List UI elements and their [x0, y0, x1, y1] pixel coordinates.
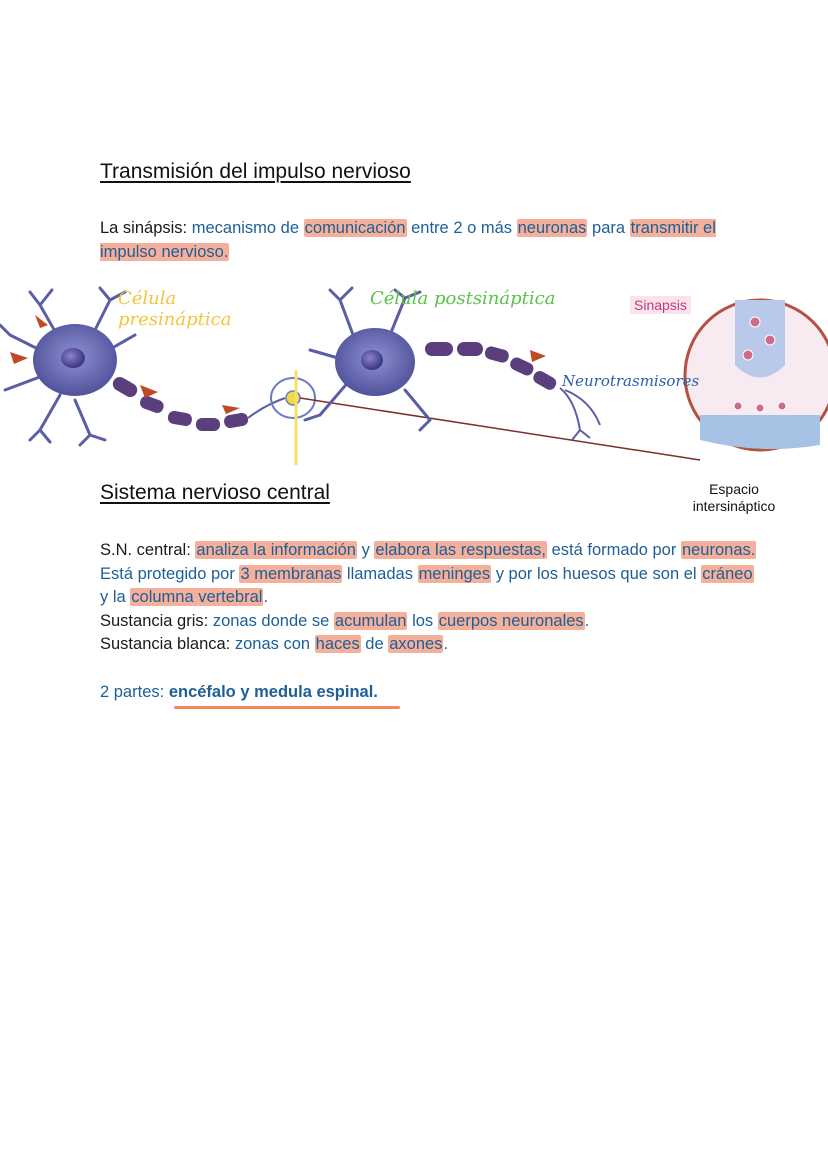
section-title-transmision: Transmisión del impulso nervioso [100, 160, 411, 183]
neuron-illustration [0, 286, 828, 465]
label-sustancia-blanca: Sustancia blanca: [100, 635, 231, 653]
label-sustancia-gris: Sustancia gris: [100, 611, 209, 630]
text: de [365, 635, 384, 653]
text: está formado por [551, 541, 677, 559]
synapse-figure: Célula presináptica Célula postsináptica… [0, 280, 828, 515]
label-partes: 2 partes: [100, 683, 165, 701]
zoom-line [299, 397, 701, 461]
label-sinapsis: Sinapsis [630, 296, 691, 314]
highlight: comunicación [303, 219, 407, 237]
presynaptic-dendrites [0, 286, 137, 447]
highlight: haces [314, 635, 361, 653]
highlight: neuronas [516, 219, 588, 237]
highlight: cuerpos neuronales [437, 611, 585, 630]
snc-partes: 2 partes: encéfalo y medula espinal. [100, 681, 760, 705]
highlight: columna vertebral [130, 588, 264, 606]
highlight: axones [388, 635, 444, 653]
label-neurotransmitters: Neurotrasmisores [562, 372, 700, 390]
section-title-snc: Sistema nervioso central [100, 481, 330, 504]
text: entre 2 o más [411, 219, 513, 237]
highlight: cráneo [701, 564, 754, 583]
highlight: acumulan [333, 611, 408, 630]
postsynaptic-nucleus [361, 350, 383, 370]
label-espacio-intersinaptico: Espacio intersináptico [680, 481, 788, 515]
presynaptic-axon [112, 377, 249, 431]
highlight: neuronas. [680, 541, 757, 559]
text: . [584, 611, 590, 630]
text: y por los huesos que son el [495, 564, 697, 583]
text: y la [100, 588, 126, 606]
text: para [592, 219, 626, 237]
highlight: elabora las respuestas, [374, 541, 548, 559]
text: llamadas [346, 564, 413, 583]
vesicles [733, 316, 787, 413]
highlight: 3 membranas [239, 564, 343, 583]
synapse-junction [270, 377, 316, 419]
text: zonas con [234, 635, 311, 653]
postsynaptic-membrane [700, 415, 820, 449]
presynaptic-terminal [735, 300, 785, 378]
text: los [412, 611, 434, 630]
label: S.N. central: [100, 541, 191, 559]
presynaptic-nucleus [61, 348, 85, 368]
partes-underline [174, 706, 400, 709]
highlight: meninges [417, 564, 492, 583]
postsynaptic-axon [425, 342, 557, 390]
partes-value: encéfalo y medula espinal. [168, 683, 378, 701]
axon-terminals [559, 387, 601, 441]
text: Está protegido por [100, 564, 235, 583]
sinapsis-definition: La sinápsis: mecanismo de comunicación e… [100, 217, 760, 264]
label-presynaptic: Célula presináptica [118, 288, 232, 330]
text: y [361, 541, 370, 559]
impulse-arrows [10, 315, 546, 414]
text: . [263, 588, 269, 606]
text: . [443, 635, 449, 653]
label-postsynaptic: Célula postsináptica [370, 288, 556, 309]
text: zonas donde se [212, 611, 330, 630]
highlight: analiza la información [195, 541, 357, 559]
espacio-line-2: intersináptico [692, 498, 776, 514]
label: La sinápsis: [100, 219, 188, 237]
text: mecanismo de [191, 219, 300, 237]
espacio-line-1: Espacio [709, 481, 759, 497]
snc-definition: S.N. central: analiza la información y e… [100, 539, 760, 657]
